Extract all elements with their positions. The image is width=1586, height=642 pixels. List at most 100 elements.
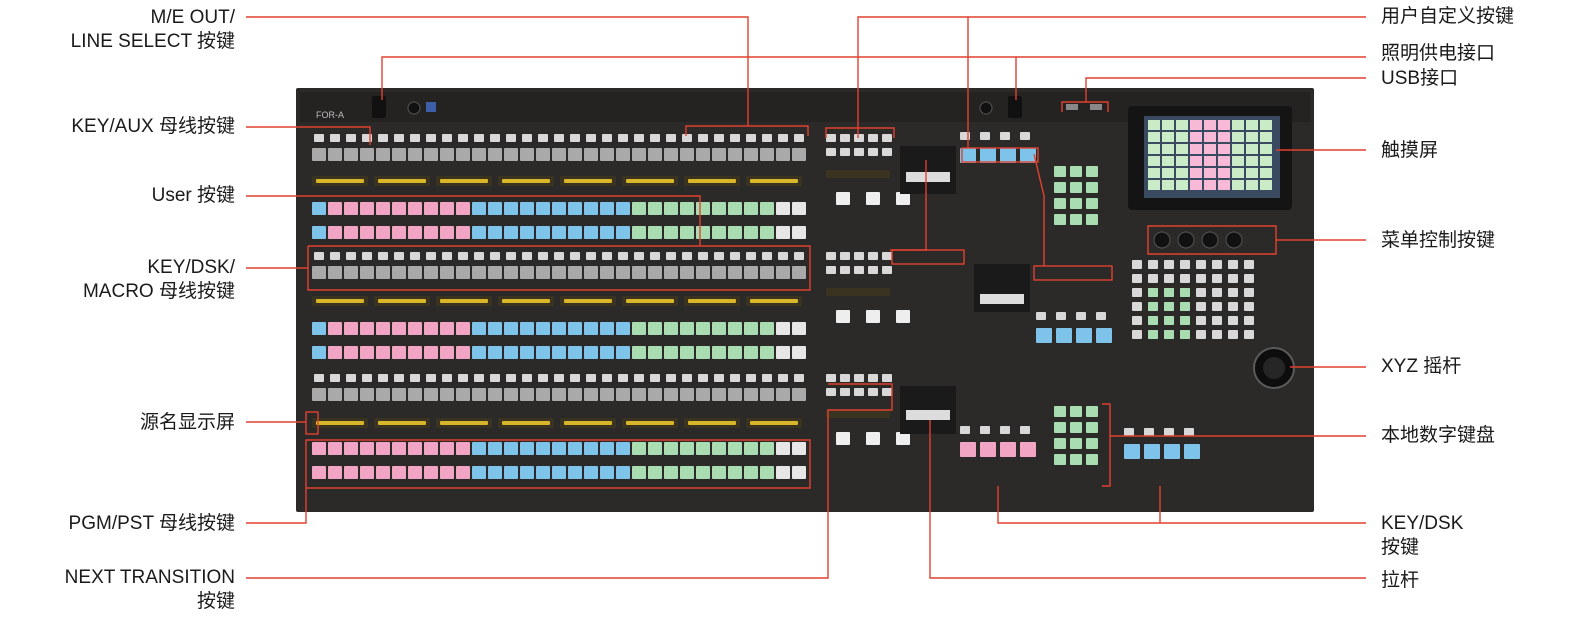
crosspoint-button[interactable] <box>344 442 358 455</box>
transition-button[interactable] <box>840 266 850 274</box>
transition-button[interactable] <box>854 266 864 274</box>
key-dsk-select-button[interactable] <box>980 132 990 140</box>
crosspoint-button[interactable] <box>520 226 534 239</box>
key-aux-button[interactable] <box>362 252 372 260</box>
bus-button[interactable] <box>360 266 374 279</box>
touchscreen-cell[interactable] <box>1246 144 1258 154</box>
key-aux-button[interactable] <box>522 252 532 260</box>
crosspoint-button[interactable] <box>392 322 406 335</box>
crosspoint-button[interactable] <box>600 466 614 479</box>
bus-button[interactable] <box>328 388 342 401</box>
crosspoint-button[interactable] <box>488 226 502 239</box>
key-dsk-button[interactable] <box>1096 328 1112 343</box>
bus-button[interactable] <box>584 388 598 401</box>
bus-button[interactable] <box>792 388 806 401</box>
transition-button[interactable] <box>840 148 850 156</box>
crosspoint-button[interactable] <box>760 466 774 479</box>
touchscreen-cell[interactable] <box>1176 144 1188 154</box>
crosspoint-button[interactable] <box>712 466 726 479</box>
crosspoint-button[interactable] <box>360 442 374 455</box>
key-aux-button[interactable] <box>554 374 564 382</box>
touchscreen-cell[interactable] <box>1246 132 1258 142</box>
key-aux-button[interactable] <box>506 252 516 260</box>
key-aux-button[interactable] <box>746 374 756 382</box>
key-dsk-select-button[interactable] <box>1076 312 1086 320</box>
menu-panel-button[interactable] <box>1244 274 1254 283</box>
touchscreen-cell[interactable] <box>1260 144 1272 154</box>
bus-button[interactable] <box>648 266 662 279</box>
transition-button[interactable] <box>854 148 864 156</box>
bus-button[interactable] <box>712 388 726 401</box>
key-aux-button[interactable] <box>474 134 484 142</box>
crosspoint-button[interactable] <box>600 442 614 455</box>
crosspoint-button[interactable] <box>456 346 470 359</box>
bus-button[interactable] <box>680 388 694 401</box>
crosspoint-button[interactable] <box>728 442 742 455</box>
bus-button[interactable] <box>392 148 406 161</box>
bus-button[interactable] <box>728 388 742 401</box>
bus-button[interactable] <box>712 266 726 279</box>
numpad-button[interactable] <box>1054 182 1066 193</box>
fader-lever-3[interactable] <box>906 410 950 420</box>
crosspoint-button[interactable] <box>568 322 582 335</box>
crosspoint-button[interactable] <box>488 442 502 455</box>
local-numpad-button[interactable] <box>1086 422 1098 433</box>
touchscreen-cell[interactable] <box>1232 120 1244 130</box>
crosspoint-button[interactable] <box>472 322 486 335</box>
crosspoint-button[interactable] <box>312 466 326 479</box>
transition-button[interactable] <box>840 252 850 260</box>
crosspoint-button[interactable] <box>536 346 550 359</box>
crosspoint-button[interactable] <box>536 226 550 239</box>
key-aux-button[interactable] <box>474 374 484 382</box>
key-dsk-button[interactable] <box>1000 148 1016 163</box>
key-aux-button[interactable] <box>506 134 516 142</box>
key-aux-button[interactable] <box>522 134 532 142</box>
bus-button[interactable] <box>744 148 758 161</box>
key-aux-button[interactable] <box>314 374 324 382</box>
touchscreen-cell[interactable] <box>1162 144 1174 154</box>
key-aux-button[interactable] <box>762 374 772 382</box>
key-aux-button[interactable] <box>666 134 676 142</box>
menu-panel-green-button[interactable] <box>1148 316 1158 325</box>
touchscreen-cell[interactable] <box>1148 156 1160 166</box>
bus-button[interactable] <box>552 266 566 279</box>
crosspoint-button[interactable] <box>648 202 662 215</box>
crosspoint-button[interactable] <box>472 226 486 239</box>
touchscreen-cell[interactable] <box>1148 132 1160 142</box>
crosspoint-button[interactable] <box>408 322 422 335</box>
next-transition-button[interactable] <box>836 310 850 323</box>
crosspoint-button[interactable] <box>472 442 486 455</box>
crosspoint-button[interactable] <box>616 202 630 215</box>
fader-lever-2[interactable] <box>980 294 1024 304</box>
bus-button[interactable] <box>408 266 422 279</box>
crosspoint-button[interactable] <box>712 442 726 455</box>
crosspoint-button[interactable] <box>552 442 566 455</box>
touchscreen-cell[interactable] <box>1218 168 1230 178</box>
crosspoint-button[interactable] <box>648 322 662 335</box>
key-aux-button[interactable] <box>410 374 420 382</box>
bus-button[interactable] <box>456 148 470 161</box>
menu-panel-button[interactable] <box>1132 260 1142 269</box>
key-aux-button[interactable] <box>602 374 612 382</box>
numpad-button[interactable] <box>1054 166 1066 177</box>
bus-button[interactable] <box>760 148 774 161</box>
menu-panel-button[interactable] <box>1180 274 1190 283</box>
bus-button[interactable] <box>712 148 726 161</box>
crosspoint-button[interactable] <box>456 202 470 215</box>
touchscreen-cell[interactable] <box>1204 144 1216 154</box>
crosspoint-button[interactable] <box>456 466 470 479</box>
crosspoint-button[interactable] <box>584 226 598 239</box>
touchscreen-cell[interactable] <box>1260 120 1272 130</box>
crosspoint-button[interactable] <box>680 442 694 455</box>
key-aux-button[interactable] <box>346 252 356 260</box>
crosspoint-button[interactable] <box>520 346 534 359</box>
key-aux-button[interactable] <box>362 374 372 382</box>
local-numpad-button[interactable] <box>1054 406 1066 417</box>
transition-button[interactable] <box>882 148 892 156</box>
crosspoint-button[interactable] <box>696 442 710 455</box>
crosspoint-button[interactable] <box>456 226 470 239</box>
bus-button[interactable] <box>664 388 678 401</box>
transition-button[interactable] <box>882 266 892 274</box>
menu-panel-button[interactable] <box>1244 316 1254 325</box>
crosspoint-button[interactable] <box>376 466 390 479</box>
